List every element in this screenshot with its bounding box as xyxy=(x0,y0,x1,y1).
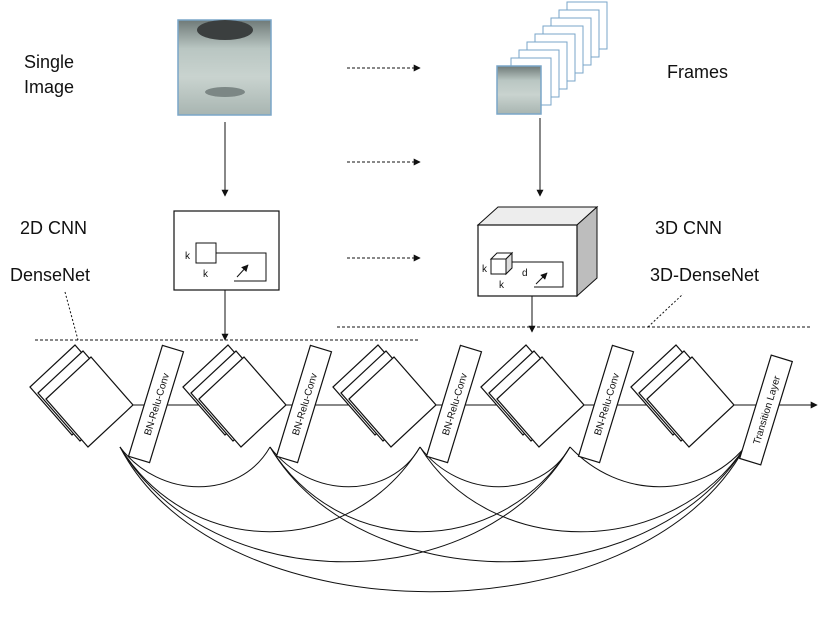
single-image-label-line1: Single xyxy=(24,52,74,72)
cnn-2d-box: k k xyxy=(173,210,280,291)
kernel-3d-d: d xyxy=(522,268,528,279)
densenet-pointer xyxy=(64,291,79,341)
frames-label: Frames xyxy=(667,62,728,82)
densenet-3d-label: 3D-DenseNet xyxy=(650,265,759,285)
feature-map-5 xyxy=(630,344,735,448)
layer-box-3: BN-Relu-Conv xyxy=(425,344,483,464)
transition-layer-box: Transition Layer xyxy=(738,354,794,466)
layer-box-1: BN-Relu-Conv xyxy=(127,344,185,464)
cnn-3d-box: k k d xyxy=(476,205,599,298)
layer-box-4: BN-Relu-Conv xyxy=(577,344,635,464)
feature-maps xyxy=(29,344,735,448)
densenet-3d-pointer xyxy=(647,293,684,328)
single-image-label-line2: Image xyxy=(24,77,74,97)
densenet-label: DenseNet xyxy=(10,265,90,285)
cnn-2d-label: 2D CNN xyxy=(20,218,87,238)
single-image xyxy=(177,19,272,116)
kernel-2d-k-bottom: k xyxy=(203,269,209,280)
kernel-2d-k-side: k xyxy=(185,251,191,262)
kernel-3d-k-side: k xyxy=(482,264,488,275)
cnn-3d-label: 3D CNN xyxy=(655,218,722,238)
feature-map-2 xyxy=(182,344,287,448)
dense-connections xyxy=(119,446,746,593)
frames-stack xyxy=(496,1,608,115)
feature-map-3 xyxy=(332,344,437,448)
kernel-3d-k-bottom: k xyxy=(499,280,505,291)
feature-map-1 xyxy=(29,344,134,448)
feature-map-4 xyxy=(480,344,585,448)
